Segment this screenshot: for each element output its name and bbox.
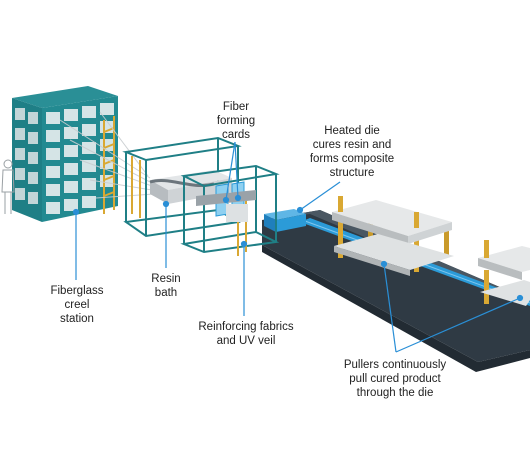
label-resin-bath: Resin bath: [151, 273, 181, 299]
callout-heated-die: [299, 181, 341, 211]
callout-pullers-1: [383, 263, 397, 353]
heated-die: [264, 209, 306, 232]
label-heated-die: Heated die cures resin and forms composi…: [309, 125, 395, 179]
callout-fiber-forming-cards-2: [234, 141, 239, 199]
worker-figure: [1, 159, 15, 214]
puller-1: [332, 196, 454, 276]
label-reinforcing-fabrics: Reinforcing fabrics and UV veil: [198, 321, 294, 347]
resin-bath-yellow-frame: [131, 156, 141, 218]
callout-pullers-2: [395, 297, 521, 353]
creel-station-rack: [12, 86, 118, 222]
callout-fiber-forming-cards: [225, 141, 236, 201]
label-pullers: Pullers continuously pull cured product …: [343, 359, 447, 399]
callout-lines: [72, 141, 524, 353]
label-fiber-forming-cards: Fiber forming cards: [216, 101, 256, 141]
label-creel-station: Fiberglass creel station: [50, 285, 104, 325]
